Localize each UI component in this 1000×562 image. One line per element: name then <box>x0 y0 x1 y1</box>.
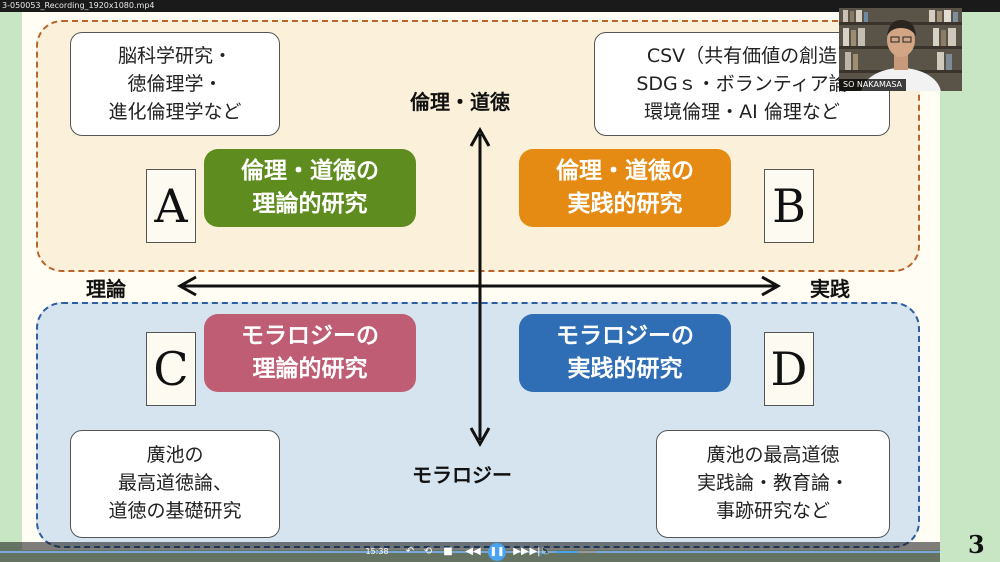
quadrant-letter-d: D <box>764 332 814 406</box>
note-bottom-left: 廣池の 最高道徳論、 道徳の基礎研究 <box>70 430 280 538</box>
card-moralogy-theory: モラロジーの 理論的研究 <box>204 314 416 392</box>
window-title: 3-050053_Recording_1920x1080.mp4 <box>2 1 155 10</box>
quadrant-letter-a: A <box>146 169 196 243</box>
window-titlebar: 3-050053_Recording_1920x1080.mp4 <box>0 0 1000 12</box>
quadrant-letter-b: B <box>764 169 814 243</box>
note-line: CSV（共有価値の創造 <box>646 45 838 67</box>
note-line: 最高道徳論、 <box>117 472 232 494</box>
quadrant-letter-c: C <box>146 332 196 406</box>
card-line: 理論的研究 <box>252 191 368 217</box>
next-icon[interactable]: ▶▶ <box>513 546 529 557</box>
card-line: 倫理・道徳の <box>556 158 694 184</box>
skip-end-icon[interactable]: ▶| <box>529 546 541 557</box>
card-line: 実践的研究 <box>567 191 683 217</box>
note-line: 事跡研究など <box>715 500 830 522</box>
card-line: モラロジーの <box>241 323 379 349</box>
stop-icon[interactable]: ■ <box>443 546 453 557</box>
pause-button[interactable]: ❚❚ <box>488 543 506 561</box>
note-line: 廣池の <box>146 444 204 466</box>
side-background <box>940 12 1000 562</box>
note-bottom-right: 廣池の最高道徳 実践論・教育論・ 事跡研究など <box>656 430 890 538</box>
slide: 倫理・道徳 モラロジー 理論 実践 脳科学研究・ 徳倫理学・ 進化倫理学など C… <box>22 12 940 550</box>
axis-label-left: 理論 <box>86 277 126 301</box>
card-line: 理論的研究 <box>252 356 368 382</box>
note-line: 環境倫理・AI 倫理など <box>644 101 840 123</box>
card-ethics-practice: 倫理・道徳の 実践的研究 <box>519 149 731 227</box>
arrow-up-icon <box>469 126 491 147</box>
axis-label-bottom: モラロジー <box>412 463 512 487</box>
card-line: モラロジーの <box>556 323 694 349</box>
arrow-down-icon <box>469 427 491 448</box>
note-line: 廣池の最高道徳 <box>706 444 840 466</box>
webcam-thumbnail: SO NAKAMASA <box>839 8 962 91</box>
replay-icon[interactable]: ⟲ <box>423 546 433 557</box>
note-line: 道徳の基礎研究 <box>108 500 242 522</box>
previous-icon[interactable]: ◀◀ <box>465 546 481 557</box>
note-line: SDGｓ・ボランティア論 <box>636 73 848 95</box>
seek-bar[interactable] <box>0 551 940 553</box>
rewind-icon[interactable]: ↶ <box>405 546 415 557</box>
player-controls: 15:38 ↶ ⟲ ■ ◀◀ ❚❚ ▶▶ ▶| 🔈 <box>0 542 940 562</box>
slide-page-number: 3 <box>968 530 985 559</box>
current-time: 15:38 <box>365 547 389 556</box>
card-ethics-theory: 倫理・道徳の 理論的研究 <box>204 149 416 227</box>
webcam-name-label: SO NAKAMASA <box>839 79 907 91</box>
card-line: 倫理・道徳の <box>241 158 379 184</box>
card-line: 実践的研究 <box>567 356 683 382</box>
arrow-left-icon <box>176 275 197 297</box>
arrow-right-icon <box>761 275 782 297</box>
note-top-left: 脳科学研究・ 徳倫理学・ 進化倫理学など <box>70 32 280 136</box>
note-line: 進化倫理学など <box>108 101 242 123</box>
note-line: 実践論・教育論・ <box>696 472 849 494</box>
pause-icon[interactable]: ❚❚ <box>486 542 508 562</box>
axis-label-right: 実践 <box>810 277 850 301</box>
volume-slider[interactable] <box>556 551 596 553</box>
note-line: 徳倫理学・ <box>127 73 223 95</box>
axis-label-top: 倫理・道徳 <box>410 90 510 114</box>
note-line: 脳科学研究・ <box>117 45 232 67</box>
volume-fill <box>556 551 578 553</box>
card-moralogy-practice: モラロジーの 実践的研究 <box>519 314 731 392</box>
axes <box>176 126 782 448</box>
volume-icon[interactable]: 🔈 <box>539 546 553 557</box>
